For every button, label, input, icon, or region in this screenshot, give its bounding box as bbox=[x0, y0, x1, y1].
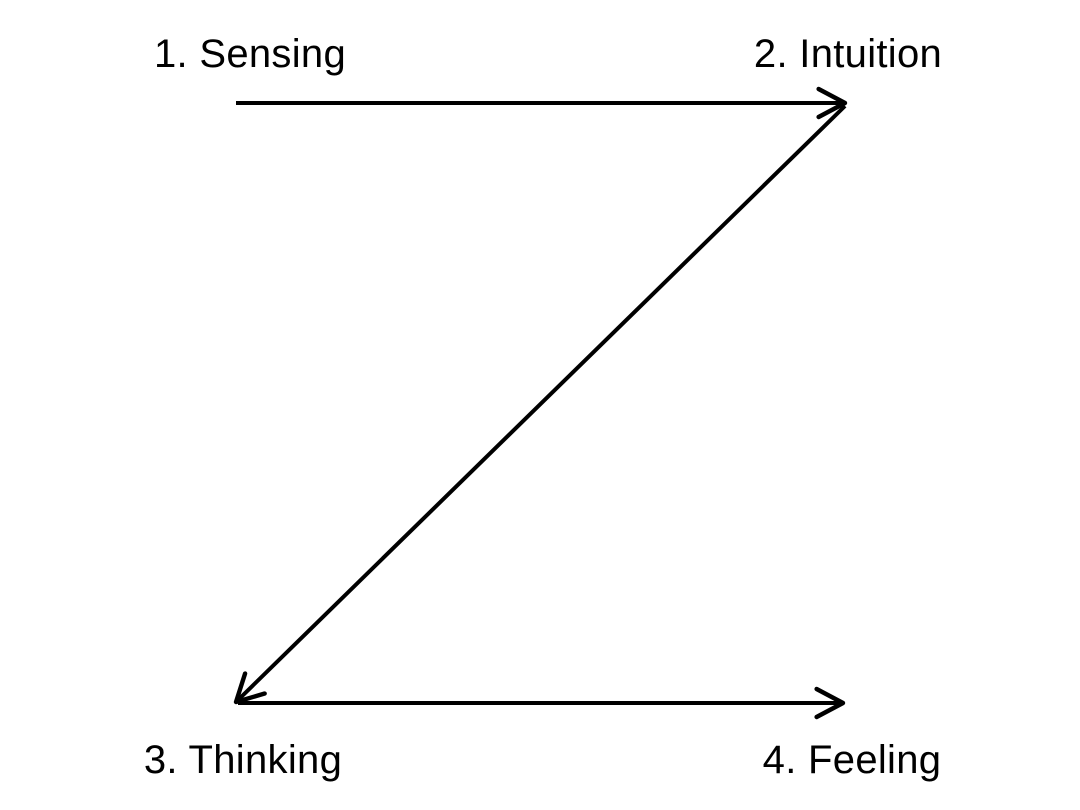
node-label-intuition: 2. Intuition bbox=[753, 32, 943, 76]
node-label-thinking: 3. Thinking bbox=[143, 738, 343, 782]
node-label-feeling: 4. Feeling bbox=[762, 738, 942, 782]
arrow-intuition-to-thinking bbox=[233, 104, 847, 705]
node-label-sensing: 1. Sensing bbox=[153, 32, 347, 76]
